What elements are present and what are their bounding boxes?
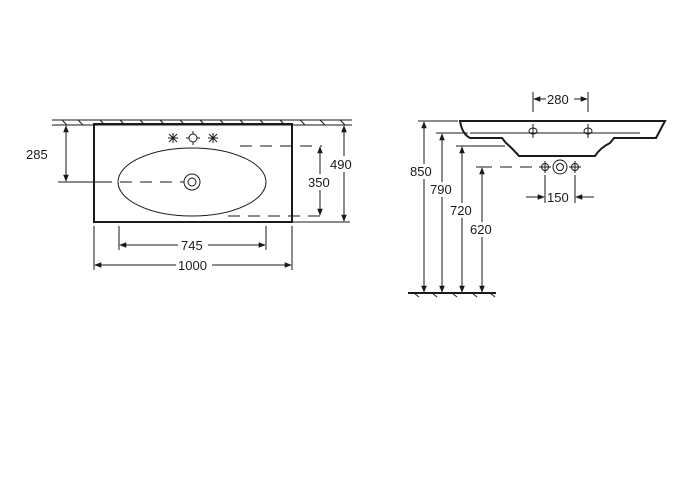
dim-745-label-bg	[178, 238, 208, 252]
tap-hole-side-right-icon	[583, 124, 593, 138]
dim-350-label-bg	[305, 174, 335, 190]
dim-745-label: 745	[181, 238, 203, 253]
side-view: 280 150	[408, 92, 667, 298]
dim-850-label-bg	[408, 164, 438, 179]
dim-790-label: 790	[430, 182, 452, 197]
dim-285-label: 285	[26, 147, 48, 162]
tap-hole-left-icon	[168, 133, 178, 143]
dim-850-label: 850	[410, 164, 432, 179]
basin-outline-top	[93, 123, 293, 223]
drain-inner-icon	[187, 177, 197, 187]
dim-1000-label-bg	[176, 258, 212, 272]
connection-centre-icon	[552, 159, 568, 175]
dim-150-label-bg	[546, 190, 574, 204]
drain-icon	[183, 173, 201, 191]
basin-profile	[458, 120, 667, 157]
tap-hole-side-left-icon	[528, 124, 538, 138]
tap-hole-centre-icon	[186, 131, 200, 145]
dim-790-label-bg	[428, 182, 456, 197]
dim-720-label: 720	[450, 203, 472, 218]
dim-720-label-bg	[448, 203, 476, 218]
dim-490-label-bg	[330, 156, 356, 172]
bowl-oval	[117, 147, 267, 217]
dim-1000-label: 1000	[178, 258, 207, 273]
dim-280-label: 280	[547, 92, 569, 107]
connection-left-icon	[539, 161, 551, 173]
dim-620-label: 620	[470, 222, 492, 237]
dim-350-label: 350	[308, 175, 330, 190]
connection-right-icon	[569, 161, 581, 173]
dim-280-label-bg	[546, 92, 574, 106]
tap-hole-right-icon	[208, 133, 218, 143]
dim-490-label: 490	[330, 157, 352, 172]
top-view: 285 350 490 745 1000	[26, 119, 356, 273]
dim-150-label: 150	[547, 190, 569, 205]
dim-620-label-bg	[468, 222, 496, 237]
floor-hatching	[413, 292, 496, 298]
